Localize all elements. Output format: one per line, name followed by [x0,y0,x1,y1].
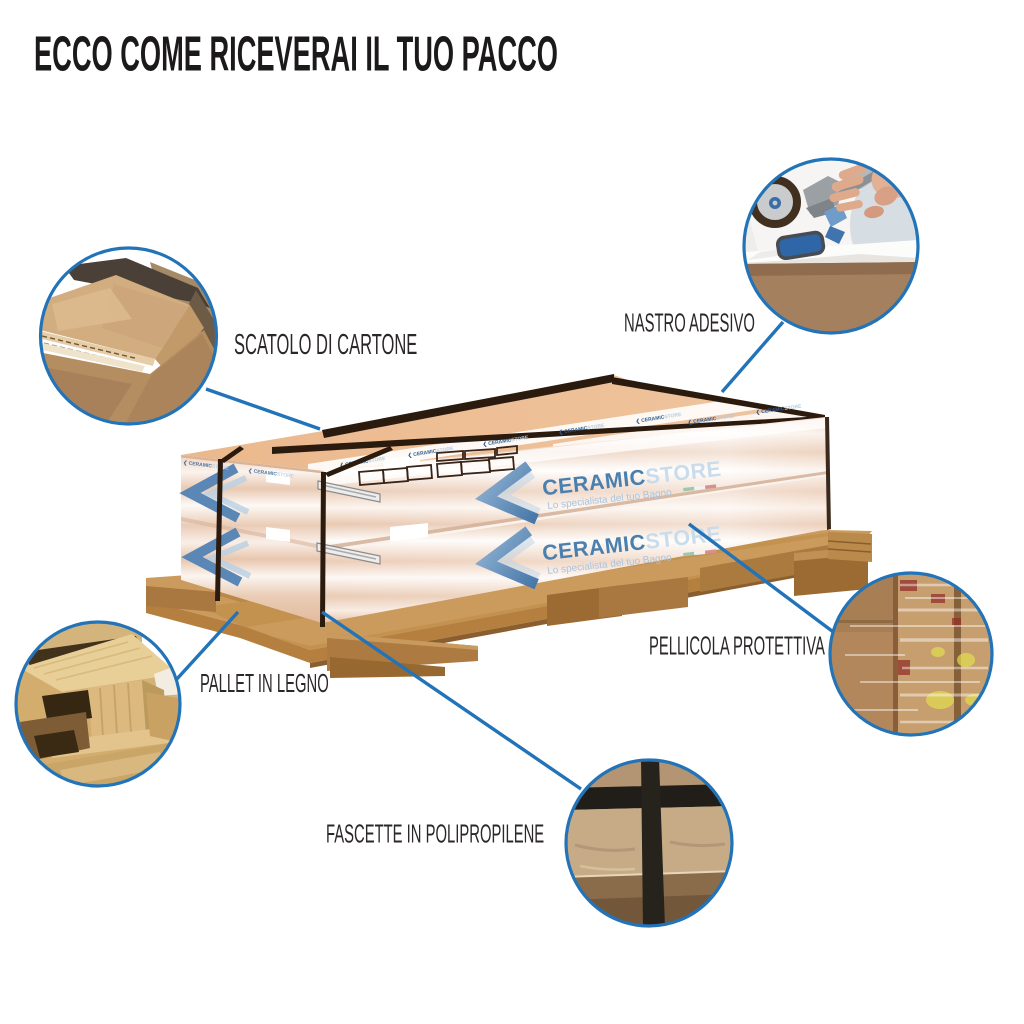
svg-text:FASCETTE IN POLIPROPILENE: FASCETTE IN POLIPROPILENE [326,820,544,848]
svg-text:ECCO COME RICEVERAI IL TUO PAC: ECCO COME RICEVERAI IL TUO PACCO [34,27,558,81]
svg-text:SCATOLO DI CARTONE: SCATOLO DI CARTONE [234,329,417,361]
svg-text:NASTRO ADESIVO: NASTRO ADESIVO [624,309,755,337]
svg-text:❮ CERAMICSTORE: ❮ CERAMICSTORE [248,468,295,480]
svg-text:PALLET IN LEGNO: PALLET IN LEGNO [200,670,329,698]
svg-text:PELLICOLA PROTETTIVA: PELLICOLA PROTETTIVA [649,632,826,660]
